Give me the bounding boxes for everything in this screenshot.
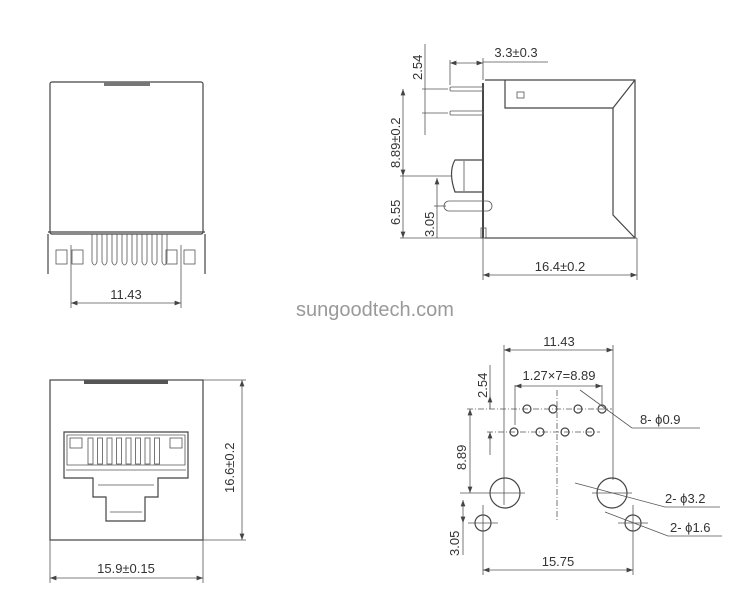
- contact-pin: [161, 234, 168, 266]
- contact-slot: [87, 437, 94, 465]
- pin-pitch-label: 1.27×7=8.89: [522, 368, 595, 383]
- contact-pin: [91, 234, 98, 266]
- jack-height-label: 16.6±0.2: [222, 442, 237, 493]
- jack-view: 16.6±0.2 15.9±0.15: [49, 379, 246, 583]
- contact-slot: [106, 437, 113, 465]
- pin-hole: [522, 404, 532, 414]
- contact-pin: [131, 234, 138, 266]
- small-hole-offset-label: 3.05: [447, 531, 462, 556]
- row-spacing-label: 2.54: [475, 373, 490, 398]
- pin-hole: [560, 427, 570, 437]
- contact-slot: [116, 437, 122, 465]
- contact-pin: [111, 234, 118, 266]
- pin-hole: [573, 404, 583, 414]
- depth-label: 16.4±0.2: [535, 259, 586, 274]
- pin-hole: [585, 427, 595, 437]
- latch-tab: [71, 249, 84, 265]
- pin-hole: [548, 404, 558, 414]
- contact-pin: [101, 234, 108, 266]
- watermark: sungoodtech.com: [296, 299, 454, 321]
- hole-span-label: 11.43: [543, 334, 575, 349]
- contact-pin: [141, 234, 148, 266]
- contact-pin: [121, 234, 128, 266]
- post-offset-label: 3.05: [422, 212, 437, 237]
- contact-slot: [144, 437, 151, 465]
- latch-tab: [183, 249, 196, 265]
- latch-tab: [55, 249, 68, 265]
- jack-width-label: 15.9±0.15: [97, 561, 155, 576]
- pin-hole: [535, 427, 545, 437]
- small-hole-span-label: 15.75: [542, 554, 575, 569]
- pin-hole-note: 8- ϕ0.9: [640, 412, 681, 427]
- pin-height-label: 8.89±0.2: [388, 117, 403, 168]
- contact-slot: [125, 437, 132, 465]
- vertical-dim-label: 8.89: [454, 445, 469, 470]
- large-hole-note: 2- ϕ3.2: [665, 491, 706, 506]
- contact-slot: [97, 437, 103, 465]
- contact-pin: [151, 234, 158, 266]
- contact-slot: [154, 437, 160, 465]
- latch-tab: [165, 249, 178, 265]
- post-height-label: 6.55: [388, 200, 403, 225]
- front-view: 11.43: [47, 81, 206, 308]
- contact-slot: [135, 437, 141, 465]
- front-pin-span-label: 11.43: [110, 287, 142, 302]
- pin-spacing-label: 2.54: [410, 55, 425, 80]
- pin-hole: [509, 427, 519, 437]
- pin-length-label: 3.3±0.3: [494, 45, 537, 60]
- side-view: 3.3±0.3 2.54 8.89±0.2 6.55 3.05 16.4±0.2: [388, 44, 638, 280]
- small-hole-note: 2- ϕ1.6: [670, 520, 711, 535]
- footprint-view: 11.43 1.27×7=8.89 2.54 8.89 3.05 15.75 8…: [447, 334, 722, 575]
